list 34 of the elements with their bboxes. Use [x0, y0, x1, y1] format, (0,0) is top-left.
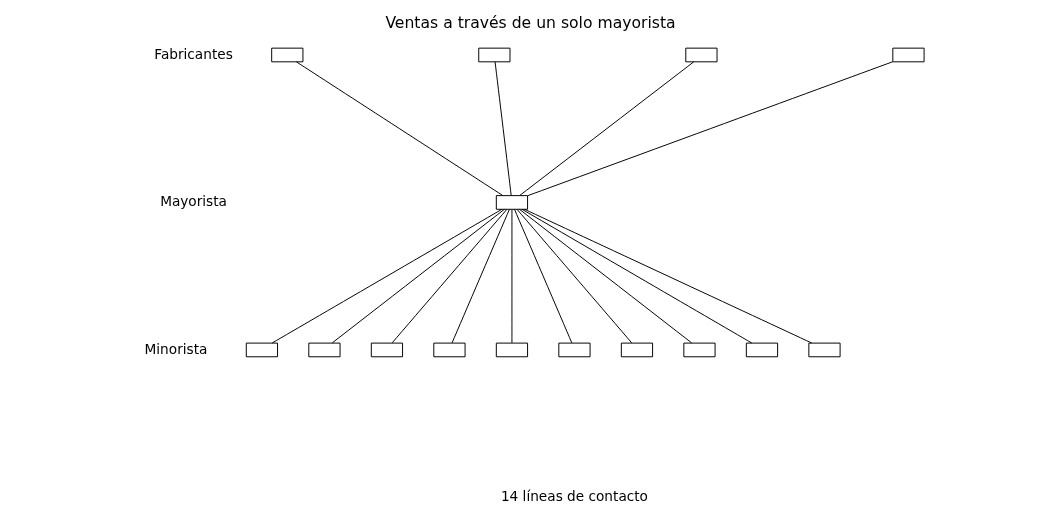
connector	[526, 61, 893, 197]
node-box	[245, 342, 278, 358]
node-box	[270, 47, 303, 63]
node-box	[477, 47, 510, 63]
node-box	[495, 195, 528, 210]
label: Mayorista	[159, 193, 227, 210]
connector	[523, 208, 812, 344]
connector	[518, 208, 692, 344]
label: 14 líneas de contacto	[500, 488, 648, 505]
connector	[271, 208, 502, 344]
connector	[521, 208, 752, 344]
connector	[295, 61, 503, 196]
connector	[513, 208, 572, 344]
label: Fabricantes	[153, 45, 233, 62]
node-box	[495, 342, 528, 358]
node-box	[745, 342, 778, 358]
connector	[494, 61, 512, 196]
connector	[510, 208, 512, 344]
connector	[516, 208, 632, 344]
diagram-title: Ventas a través de un solo mayorista	[384, 14, 676, 33]
node-box	[370, 342, 403, 358]
node-box	[682, 342, 716, 358]
node-box	[620, 342, 653, 358]
label: Minorista	[144, 340, 207, 357]
node-box	[807, 342, 841, 358]
node-box	[307, 342, 341, 358]
connector	[451, 208, 510, 344]
node-box	[891, 47, 925, 63]
connector	[391, 208, 507, 344]
connector	[331, 208, 505, 344]
node-box	[557, 342, 591, 358]
node-box	[684, 47, 718, 63]
connector	[518, 61, 694, 196]
node-box	[432, 342, 466, 358]
